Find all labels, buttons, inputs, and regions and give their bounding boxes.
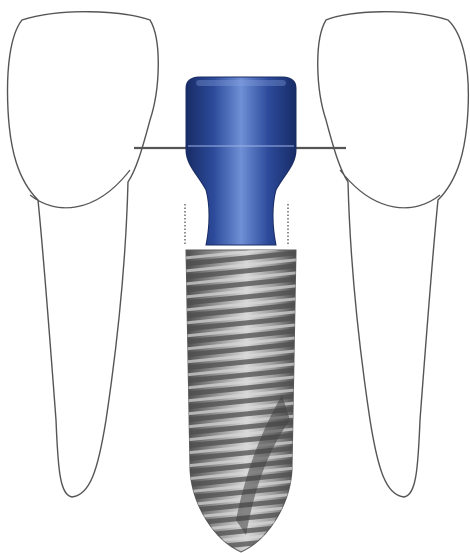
abutment-body (186, 77, 296, 245)
right-tooth-icon (318, 12, 469, 497)
left-tooth-outline (8, 12, 159, 497)
right-tooth-outline (318, 12, 469, 497)
implant-icon (180, 245, 300, 553)
abutment-icon (186, 77, 296, 245)
left-tooth-icon (8, 12, 159, 497)
abutment-top-highlight (196, 80, 286, 86)
